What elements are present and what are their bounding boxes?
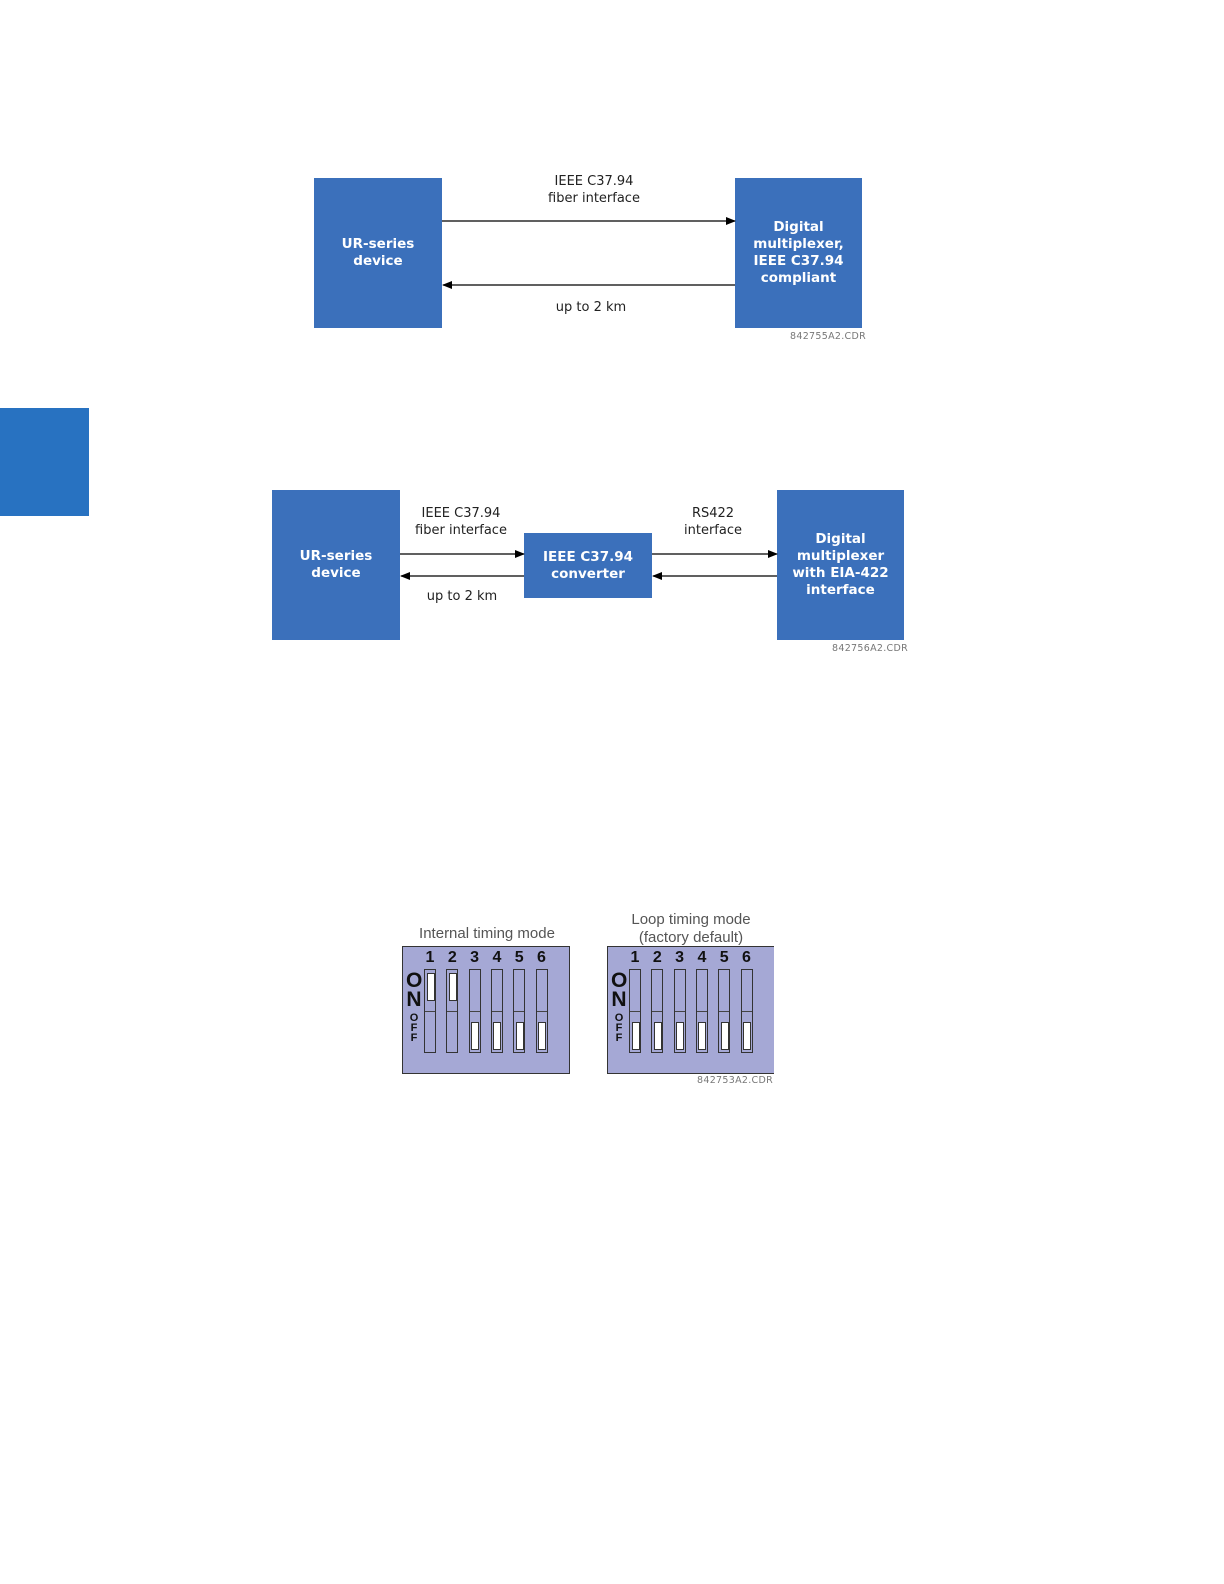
ur-series-device-box: UR-series device — [314, 178, 442, 328]
on-label: O N — [611, 969, 628, 1011]
fiber-interface-label: IEEE C37.94 fiber interface — [415, 506, 507, 538]
rs422-interface-label: RS422 interface — [684, 506, 742, 538]
ur-series-device-label: UR-series device — [341, 236, 415, 269]
off-label: O F F — [409, 1012, 419, 1044]
switch-number-1: 1 — [425, 949, 435, 966]
distance-label: up to 2 km — [555, 300, 627, 315]
dip-switch-5[interactable] — [718, 969, 731, 1053]
dip-switch-3[interactable] — [673, 969, 686, 1053]
converter-label: IEEE C37.94 converter — [543, 548, 633, 582]
switch-lever-off — [743, 1022, 751, 1050]
ur-series-device-label: UR-series device — [299, 548, 373, 581]
distance-label: up to 2 km — [426, 589, 498, 604]
dip-switch-2[interactable] — [446, 969, 459, 1053]
switch-number-2: 2 — [652, 949, 662, 966]
dip-switch-4[interactable] — [490, 969, 503, 1053]
section-tab — [0, 408, 89, 516]
switch-number-5: 5 — [719, 949, 729, 966]
figure-code: 842756A2.CDR — [832, 643, 908, 654]
dip-switch-1[interactable] — [629, 969, 641, 1053]
digital-multiplexer-box: Digital multiplexer, IEEE C37.94 complia… — [735, 178, 862, 328]
switch-number-3: 3 — [675, 949, 685, 966]
fiber-interface-label: IEEE C37.94 fiber interface — [548, 174, 640, 206]
on-label: O N — [406, 969, 423, 1011]
switch-number-6: 6 — [537, 949, 546, 966]
digital-multiplexer-label: Digital multiplexer, IEEE C37.94 complia… — [753, 219, 844, 286]
converter-box: IEEE C37.94 converter — [524, 533, 652, 598]
switch-lever-off — [698, 1022, 707, 1050]
dip-switch-1[interactable] — [424, 969, 436, 1053]
dip-switch-2[interactable] — [651, 969, 664, 1053]
switch-lever-off — [538, 1022, 546, 1050]
switch-lever-off — [493, 1022, 502, 1050]
ur-series-device-box: UR-series device — [272, 490, 400, 640]
off-label: O F F — [614, 1012, 624, 1044]
switch-lever-off — [720, 1022, 729, 1050]
switch-number-5: 5 — [514, 949, 524, 966]
switch-lever-off — [653, 1022, 662, 1050]
switch-lever-off — [631, 1022, 640, 1050]
switch-lever-on — [448, 973, 457, 1001]
loop-timing-title: Loop timing mode (factory default) — [631, 911, 751, 946]
switch-lever-on — [426, 973, 435, 1001]
switch-number-4: 4 — [492, 949, 502, 966]
switch-number-2: 2 — [447, 949, 457, 966]
figure-code: 842755A2.CDR — [790, 331, 866, 342]
dip-switch-4[interactable] — [695, 969, 708, 1053]
internal-timing-title: Internal timing mode — [419, 925, 555, 942]
dip-switch-6[interactable] — [535, 969, 548, 1053]
switch-lever-off — [676, 1022, 685, 1050]
digital-multiplexer-label: Digital multiplexer with EIA-422 interfa… — [792, 531, 889, 598]
digital-multiplexer-box: Digital multiplexer with EIA-422 interfa… — [777, 490, 904, 640]
dip-switch-5[interactable] — [513, 969, 526, 1053]
dip-switch-3[interactable] — [468, 969, 481, 1053]
switch-lever-off — [515, 1022, 524, 1050]
switch-number-1: 1 — [630, 949, 640, 966]
figure-code: 842753A2.CDR — [697, 1075, 773, 1086]
switch-number-3: 3 — [470, 949, 480, 966]
switch-number-4: 4 — [697, 949, 707, 966]
switch-number-6: 6 — [742, 949, 751, 966]
dip-switch-6[interactable] — [740, 969, 753, 1053]
switch-lever-off — [471, 1022, 480, 1050]
